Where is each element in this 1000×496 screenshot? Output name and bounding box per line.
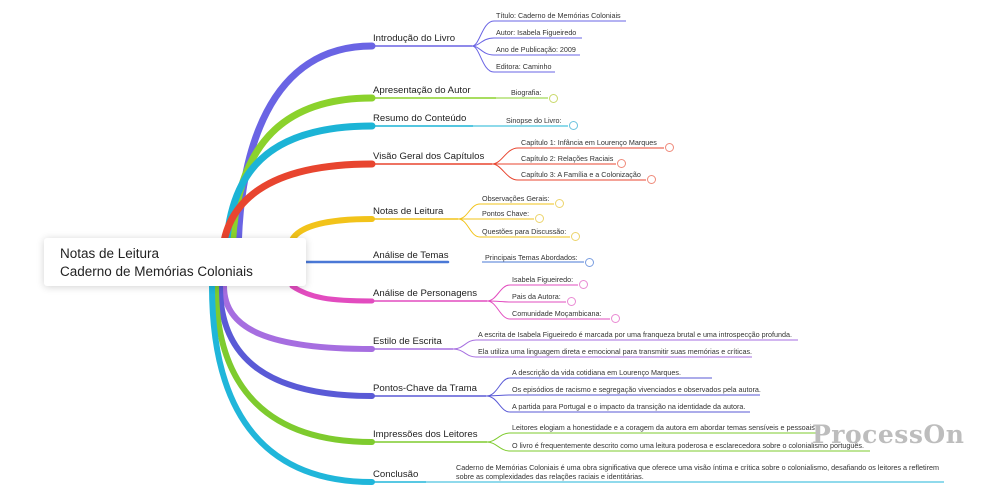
note-icon[interactable] [535, 214, 544, 223]
branch-analise-personagens [289, 283, 375, 304]
leaf-pais[interactable]: Pais da Autora: [512, 292, 561, 301]
leaf-trama-3[interactable]: A partida para Portugal e o impacto da t… [512, 402, 746, 411]
leaf-sinopse[interactable]: Sinopse do Livro: [506, 116, 562, 125]
topic-notas[interactable]: Notas de Leitura [373, 206, 444, 217]
note-icon[interactable] [647, 175, 656, 184]
processon-watermark: ProcessOn [812, 420, 965, 449]
branch-introducao [234, 42, 376, 266]
leaf-comunidade[interactable]: Comunidade Moçambicana: [512, 309, 602, 318]
leaf-autor[interactable]: Autor: Isabela Figueiredo [496, 28, 577, 37]
topic-analise-temas[interactable]: Análise de Temas [373, 250, 449, 261]
note-icon[interactable] [567, 297, 576, 306]
branch-apresentacao [228, 94, 376, 266]
topic-introducao[interactable]: Introdução do Livro [373, 33, 456, 44]
note-icon[interactable] [585, 258, 594, 267]
topic-analise-personagens[interactable]: Análise de Personagens [373, 288, 478, 299]
branch-notas [289, 216, 375, 243]
note-icon[interactable] [555, 199, 564, 208]
topic-impressoes[interactable]: Impressões dos Leitores [373, 429, 478, 440]
leaf-ano[interactable]: Ano de Publicação: 2009 [496, 45, 576, 54]
note-icon[interactable] [611, 314, 620, 323]
leaf-questoes[interactable]: Questões para Discussão: [482, 227, 567, 236]
leaf-trama-1[interactable]: A descrição da vida cotidiana em Lourenç… [512, 368, 682, 377]
leaf-titulo[interactable]: Título: Caderno de Memórias Coloniais [496, 11, 621, 20]
branch-conclusao [209, 283, 375, 485]
leaf-impressoes-1[interactable]: Leitores elogiam a honestidade e a corag… [512, 423, 817, 432]
branch-estilo [221, 283, 375, 352]
leaf-cap3[interactable]: Capítulo 3: A Família e a Colonização [521, 170, 641, 179]
topic-conclusao[interactable]: Conclusão [373, 469, 419, 480]
root-node[interactable]: Notas de Leitura Caderno de Memórias Col… [44, 238, 306, 286]
leaf-biografia[interactable]: Biografia: [511, 88, 542, 97]
leaf-editora[interactable]: Editora: Caminho [496, 62, 552, 71]
topic-resumo[interactable]: Resumo do Conteúdo [373, 113, 467, 124]
topic-estilo[interactable]: Estilo de Escrita [373, 336, 442, 347]
leaf-conclusao-line2[interactable]: sobre as complexidades das relações raci… [456, 472, 644, 481]
note-icon[interactable] [549, 94, 558, 103]
topic-pontos[interactable]: Pontos-Chave da Trama [373, 383, 477, 394]
root-title-line2: Caderno de Memórias Coloniais [60, 264, 253, 279]
leaf-observacoes[interactable]: Observações Gerais: [482, 194, 550, 203]
note-icon[interactable] [579, 280, 588, 289]
note-icon[interactable] [569, 121, 578, 130]
note-icon[interactable] [617, 159, 626, 168]
leaf-estilo-2[interactable]: Ela utiliza uma linguagem direta e emoci… [478, 347, 753, 356]
note-icon[interactable] [571, 232, 580, 241]
leaf-impressoes-2[interactable]: O livro é frequentemente descrito como u… [512, 441, 864, 450]
leaf-temas[interactable]: Principais Temas Abordados: [485, 253, 578, 262]
leaf-trama-2[interactable]: Os episódios de racismo e segregação viv… [512, 385, 761, 394]
branch-impressoes [213, 283, 375, 445]
leaf-cap1[interactable]: Capítulo 1: Infância em Lourenço Marques [521, 138, 657, 147]
topic-apresentacao[interactable]: Apresentação do Autor [373, 85, 471, 96]
leaf-conclusao-line1[interactable]: Caderno de Memórias Coloniais é uma obra… [456, 463, 939, 472]
leaf-estilo-1[interactable]: A escrita de Isabela Figueiredo é marcad… [478, 330, 793, 339]
topic-visao[interactable]: Visão Geral dos Capítulos [373, 151, 485, 162]
leaf-pontos-chave[interactable]: Pontos Chave: [482, 209, 530, 218]
root-title-line1: Notas de Leitura [60, 246, 160, 261]
branch-pontos [217, 283, 375, 399]
leaf-cap2[interactable]: Capítulo 2: Relações Raciais [521, 154, 614, 163]
note-icon[interactable] [665, 143, 674, 152]
leaf-isabela[interactable]: Isabela Figueiredo: [512, 275, 574, 284]
